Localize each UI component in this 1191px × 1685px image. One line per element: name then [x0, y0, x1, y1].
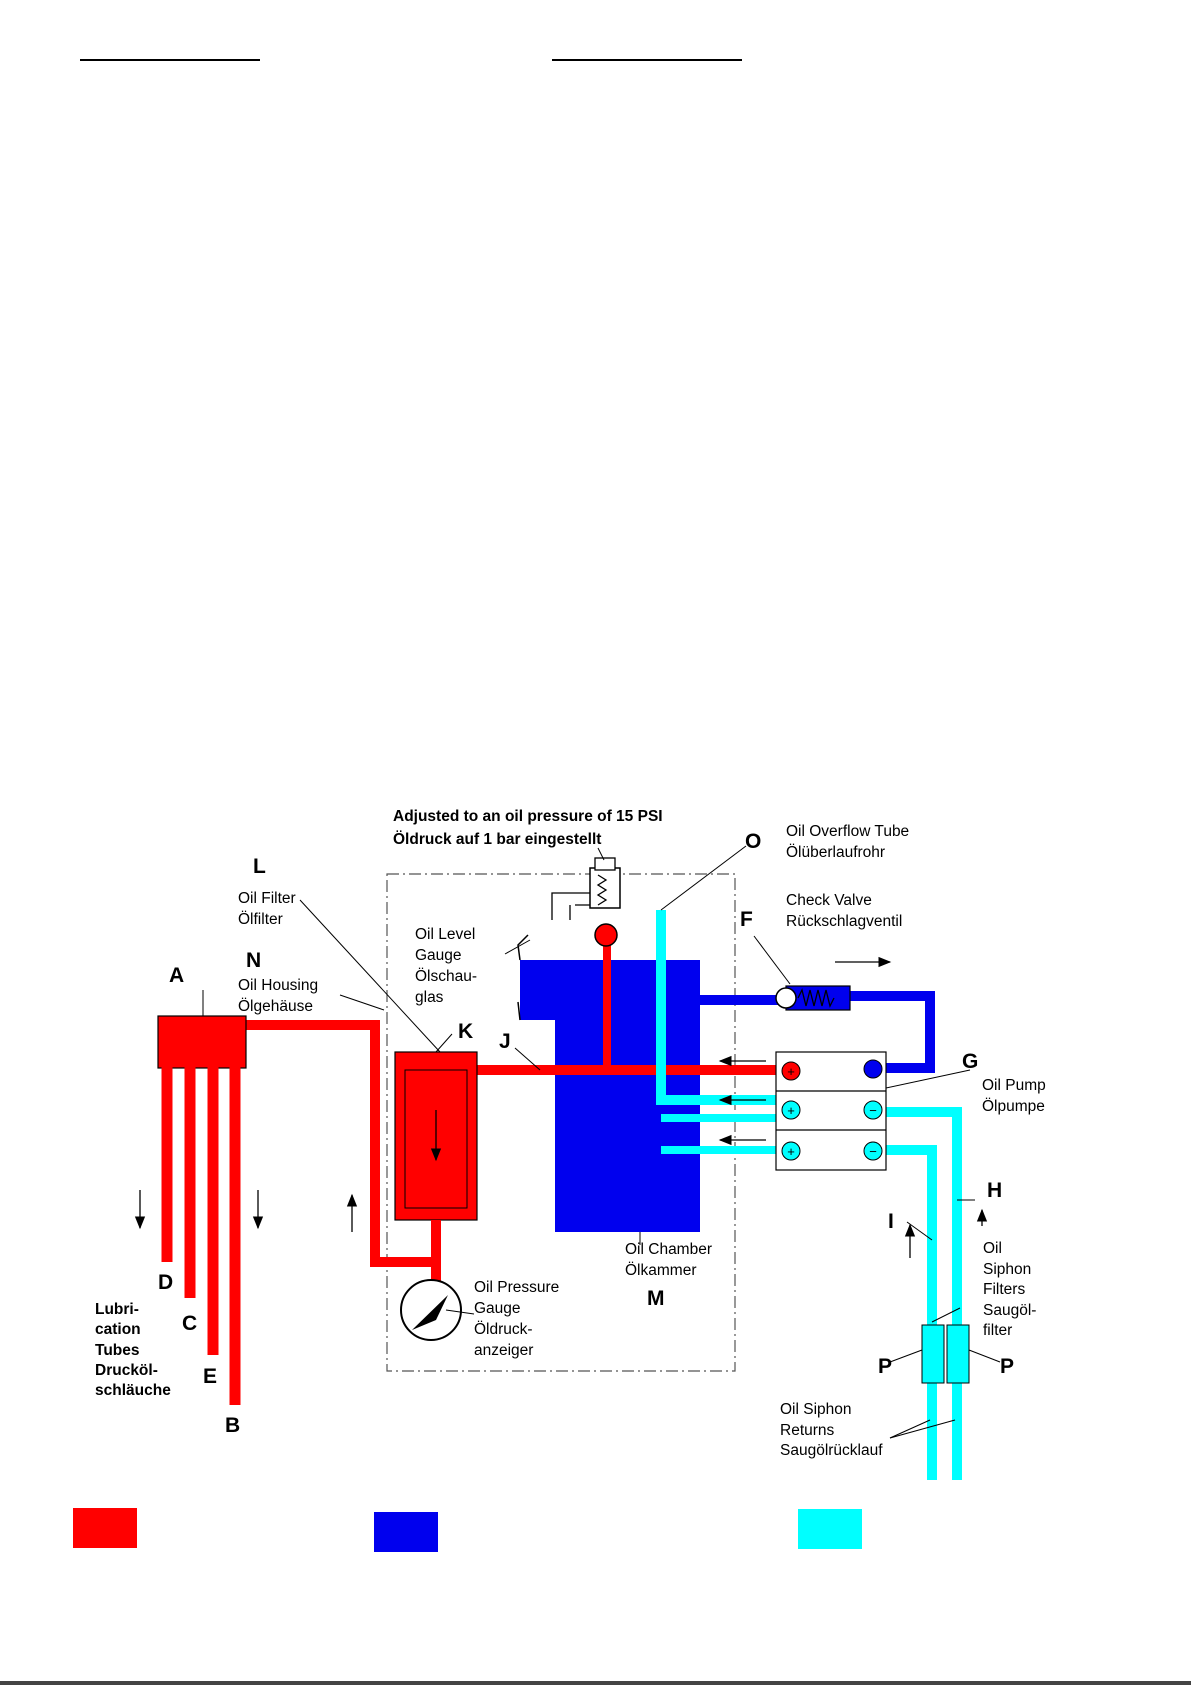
oil-filter-label-en: Oil Filter	[238, 890, 296, 907]
letter-k: K	[458, 1020, 473, 1043]
letter-d: D	[158, 1271, 173, 1294]
svg-text:−: −	[869, 1144, 877, 1159]
header-rule-left	[80, 59, 260, 61]
siphon-returns-label-1: Oil Siphon	[780, 1401, 852, 1418]
pressure-gauge-label-2: Gauge	[474, 1300, 521, 1317]
header-rule-right	[552, 59, 742, 61]
lube-label-3: Tubes	[95, 1342, 140, 1359]
siphon-returns-label-2: Returns	[780, 1422, 835, 1439]
oil-filter-element	[404, 1069, 468, 1209]
blue-return-line	[700, 991, 935, 1073]
siphon-filter-label-1: Oil	[983, 1240, 1002, 1257]
oil-housing-label-de: Ölgehäuse	[238, 997, 313, 1015]
siphon-filter-label-3: Filters	[983, 1281, 1025, 1298]
letter-n: N	[246, 949, 261, 972]
check-valve	[775, 985, 851, 1011]
oil-chamber-label-en: Oil Chamber	[625, 1241, 712, 1258]
oil-pump-label-de: Ölpumpe	[982, 1097, 1045, 1115]
overflow-label-en: Oil Overflow Tube	[786, 823, 909, 840]
oil-housing-label-en: Oil Housing	[238, 977, 318, 994]
siphon-returns-label-3: Saugölrücklauf	[780, 1442, 883, 1459]
check-valve-label-de: Rückschlagventil	[786, 913, 902, 930]
level-gauge-label-1: Oil Level	[415, 926, 475, 943]
letter-f: F	[740, 908, 753, 931]
siphon-filter-p-left	[921, 1324, 945, 1384]
letter-g: G	[962, 1050, 978, 1073]
level-gauge-label-3: Ölschau-	[415, 967, 477, 985]
letter-p-right: P	[1000, 1355, 1014, 1378]
oil-chamber-label-de: Ölkammer	[625, 1261, 696, 1279]
letter-j: J	[499, 1030, 511, 1053]
siphon-filter-label-4: Saugöl-	[983, 1302, 1036, 1319]
bottom-rule	[0, 1681, 1191, 1685]
leader-lines	[202, 845, 1001, 1439]
level-gauge-outline	[517, 934, 529, 1021]
svg-text:−: −	[869, 1103, 877, 1118]
letter-p-left: P	[878, 1355, 892, 1378]
letter-a: A	[169, 964, 184, 987]
legend-swatch-pressure	[73, 1508, 137, 1548]
lube-label-2: cation	[95, 1321, 141, 1338]
letter-c: C	[182, 1312, 197, 1335]
lube-label-5: schläuche	[95, 1382, 171, 1399]
letter-h: H	[987, 1179, 1002, 1202]
siphon-filter-label-2: Siphon	[983, 1261, 1031, 1278]
lube-label-1: Lubri-	[95, 1301, 139, 1318]
level-gauge-label-4: glas	[415, 989, 444, 1006]
svg-text:+: +	[787, 1103, 795, 1118]
lube-label-4: Drucköl-	[95, 1362, 158, 1379]
siphon-filter-p-right	[946, 1324, 970, 1384]
pressure-relief-valve	[551, 857, 621, 947]
oil-pump-label-en: Oil Pump	[982, 1077, 1046, 1094]
letter-m: M	[647, 1287, 665, 1310]
letter-l: L	[253, 855, 266, 878]
siphon-filter-label-5: filter	[983, 1322, 1012, 1339]
oil-pump-g: + + + − −	[775, 1051, 887, 1171]
letter-i: I	[888, 1210, 894, 1233]
overflow-label-de: Ölüberlaufrohr	[786, 843, 885, 861]
oil-filter-label-de: Ölfilter	[238, 910, 283, 928]
pressure-gauge-label-4: anzeiger	[474, 1342, 533, 1359]
legend-swatch-chamber	[374, 1512, 438, 1552]
adjust-label-de: Öldruck auf 1 bar eingestellt	[393, 831, 601, 848]
legend-swatch-siphon	[798, 1509, 862, 1549]
adjust-label-en: Adjusted to an oil pressure of 15 PSI	[393, 808, 663, 825]
filter-to-gauge-pipe	[242, 1020, 441, 1267]
letter-o: O	[745, 830, 761, 853]
housing-outline	[386, 873, 736, 1372]
distributor-a	[157, 1015, 247, 1069]
svg-text:+: +	[787, 1144, 795, 1159]
svg-text:+: +	[787, 1064, 795, 1079]
level-gauge-label-2: Gauge	[415, 947, 462, 964]
flow-arrows	[134, 956, 988, 1258]
letter-e: E	[203, 1365, 217, 1388]
letter-b: B	[225, 1414, 240, 1437]
pressure-gauge-label-3: Öldruck-	[474, 1320, 533, 1338]
pressure-gauge-label-1: Oil Pressure	[474, 1279, 559, 1296]
oil-chamber	[520, 960, 700, 1232]
check-valve-label-en: Check Valve	[786, 892, 872, 909]
oil-pressure-gauge-dial	[400, 1279, 462, 1341]
